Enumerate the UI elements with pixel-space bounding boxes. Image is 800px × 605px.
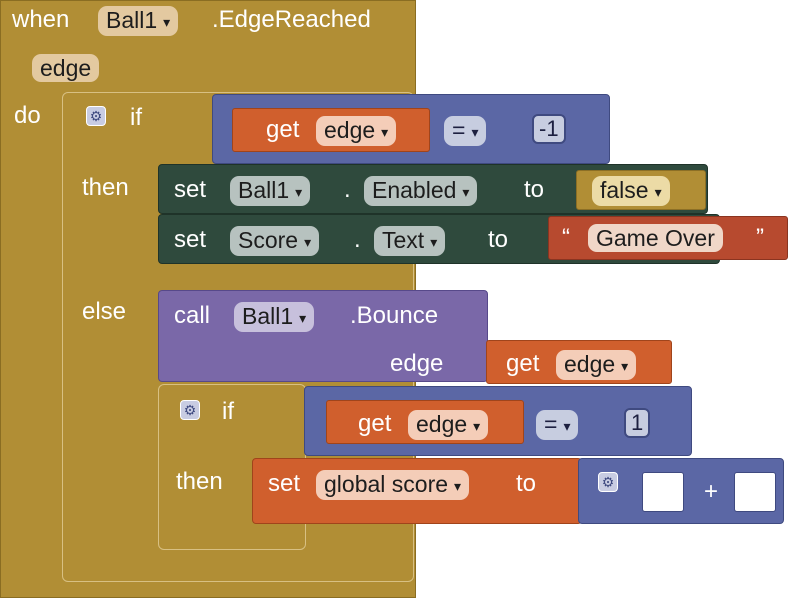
dropdown-arrow-icon: ▾: [295, 183, 303, 200]
set-label: set: [268, 470, 301, 497]
dropdown-arrow-icon: ▾: [471, 123, 479, 140]
number-value-neg1[interactable]: -1: [532, 114, 566, 144]
event-name: .EdgeReached: [212, 6, 371, 33]
property-dropdown-text[interactable]: Text ▾: [374, 226, 446, 256]
get-var-value: edge: [416, 411, 468, 437]
quote-close: ”: [756, 224, 764, 251]
dropdown-arrow-icon: ▾: [454, 477, 462, 494]
call-component-value: Ball1: [242, 303, 294, 329]
empty-socket-left[interactable]: [642, 472, 684, 512]
get-var-dropdown[interactable]: edge ▾: [408, 410, 489, 440]
plus-operator: +: [704, 478, 719, 505]
get-var-value: edge: [564, 351, 616, 377]
text-value-game-over[interactable]: Game Over: [588, 224, 723, 252]
call-component-dropdown[interactable]: Ball1 ▾: [234, 302, 315, 332]
when-label: when: [12, 6, 70, 33]
do-label: do: [14, 102, 41, 129]
if-label: if: [222, 398, 234, 425]
dropdown-arrow-icon: ▾: [621, 357, 629, 374]
boolean-value: false: [600, 177, 649, 203]
event-component-value: Ball1: [106, 7, 158, 33]
dropdown-arrow-icon: ▾: [163, 13, 171, 30]
set-label: set: [174, 176, 207, 203]
gear-icon[interactable]: ⚙: [598, 472, 618, 492]
get-label: get: [506, 350, 540, 377]
empty-socket-right[interactable]: [734, 472, 776, 512]
dropdown-arrow-icon: ▾: [654, 183, 662, 200]
gear-icon[interactable]: ⚙: [86, 106, 106, 126]
else-label: else: [82, 298, 127, 325]
get-var-dropdown[interactable]: edge ▾: [556, 350, 637, 380]
number-value-1[interactable]: 1: [624, 408, 651, 438]
boolean-dropdown-false[interactable]: false ▾: [592, 176, 670, 206]
component-dropdown-ball1[interactable]: Ball1 ▾: [230, 176, 311, 206]
get-var-dropdown[interactable]: edge ▾: [316, 116, 397, 146]
property-value: Text: [382, 227, 425, 253]
global-var-value: global score: [324, 471, 449, 497]
dropdown-arrow-icon: ▾: [381, 123, 389, 140]
property-dropdown-enabled[interactable]: Enabled ▾: [364, 176, 478, 206]
operator-value: =: [544, 411, 558, 437]
get-var-value: edge: [324, 117, 376, 143]
event-component-dropdown[interactable]: Ball1 ▾: [98, 6, 179, 36]
dot-separator: .: [344, 176, 351, 203]
operator-dropdown[interactable]: =▾: [536, 410, 579, 440]
component-value: Ball1: [238, 177, 290, 203]
call-bounce-block[interactable]: [158, 290, 488, 382]
to-label: to: [488, 226, 509, 253]
dropdown-arrow-icon: ▾: [473, 417, 481, 434]
dropdown-arrow-icon: ▾: [430, 233, 438, 250]
gear-icon[interactable]: ⚙: [180, 400, 200, 420]
operator-value: =: [452, 117, 466, 143]
arg-name-edge: edge: [390, 350, 444, 377]
get-label: get: [358, 410, 392, 437]
dot-separator: .: [354, 226, 361, 253]
call-label: call: [174, 302, 211, 329]
dropdown-arrow-icon: ▾: [462, 183, 470, 200]
global-var-dropdown[interactable]: global score ▾: [316, 470, 470, 500]
property-value: Enabled: [372, 177, 457, 203]
dropdown-arrow-icon: ▾: [299, 309, 307, 326]
dropdown-arrow-icon: ▾: [304, 233, 312, 250]
component-value: Score: [238, 227, 299, 253]
dropdown-arrow-icon: ▾: [563, 417, 571, 434]
component-dropdown-score[interactable]: Score ▾: [230, 226, 320, 256]
set-label: set: [174, 226, 207, 253]
if-label: if: [130, 104, 142, 131]
method-name: .Bounce: [350, 302, 439, 329]
to-label: to: [524, 176, 545, 203]
get-label: get: [266, 116, 300, 143]
then-label: then: [82, 174, 129, 201]
set-global-score-block[interactable]: [252, 458, 582, 524]
to-label: to: [516, 470, 537, 497]
operator-dropdown[interactable]: =▾: [444, 116, 487, 146]
event-param-edge[interactable]: edge: [32, 54, 100, 82]
quote-open: “: [562, 224, 570, 251]
then-label: then: [176, 468, 223, 495]
